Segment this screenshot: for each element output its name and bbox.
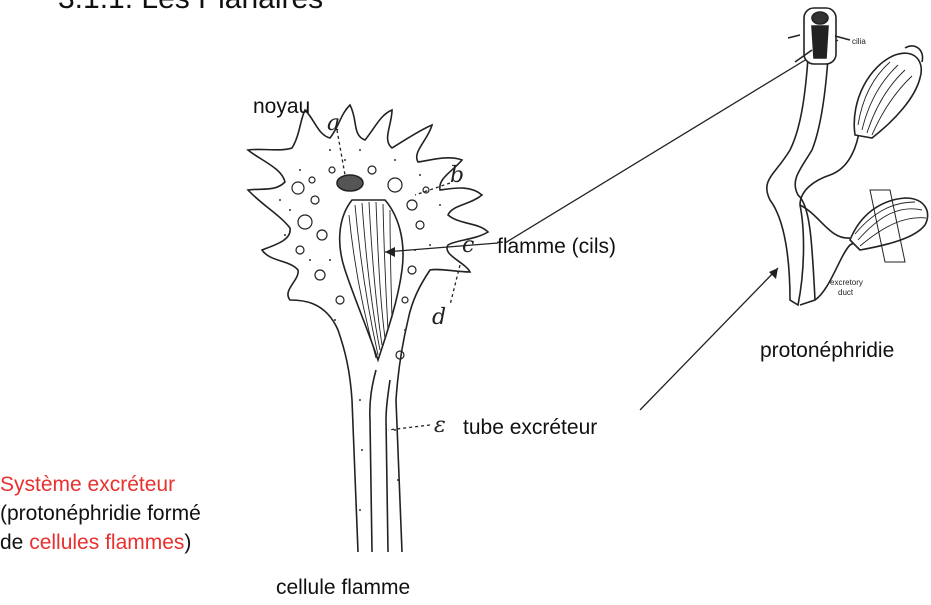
page-title: 3.1.1. Les Planaires bbox=[58, 0, 323, 16]
label-protonephridie: protonéphridie bbox=[760, 339, 895, 362]
letter-a: a bbox=[327, 111, 340, 136]
label-cilia: cilia bbox=[852, 37, 866, 46]
letter-b: b bbox=[450, 163, 464, 188]
letter-e: ε bbox=[434, 413, 446, 438]
flame-cell-drawing bbox=[246, 103, 490, 553]
label-noyau: noyau bbox=[253, 95, 311, 118]
label-tube-excreteur: tube excréteur bbox=[463, 416, 598, 439]
flamme-leader bbox=[384, 242, 499, 253]
systeme-line3-prefix: de bbox=[0, 531, 30, 554]
label-cellule-flamme: cellule flamme bbox=[276, 576, 411, 599]
proto-cilia-leader bbox=[504, 39, 839, 244]
protonephridium-drawing bbox=[765, 7, 929, 307]
label-duct: duct bbox=[838, 288, 854, 297]
label-flamme: flamme (cils) bbox=[497, 235, 616, 258]
systeme-line3-suffix: ) bbox=[184, 531, 192, 554]
letter-d: d bbox=[432, 305, 446, 330]
tube-proto-leader bbox=[639, 267, 779, 411]
label-excretory: excretory bbox=[830, 278, 863, 287]
systeme-excreteur-note: Système excréteur (protonéphridie formé … bbox=[0, 470, 231, 557]
systeme-title: Système excréteur bbox=[0, 473, 176, 496]
systeme-line2: (protonéphridie formé bbox=[0, 502, 201, 525]
systeme-cellules-flammes: cellules flammes bbox=[29, 531, 185, 554]
